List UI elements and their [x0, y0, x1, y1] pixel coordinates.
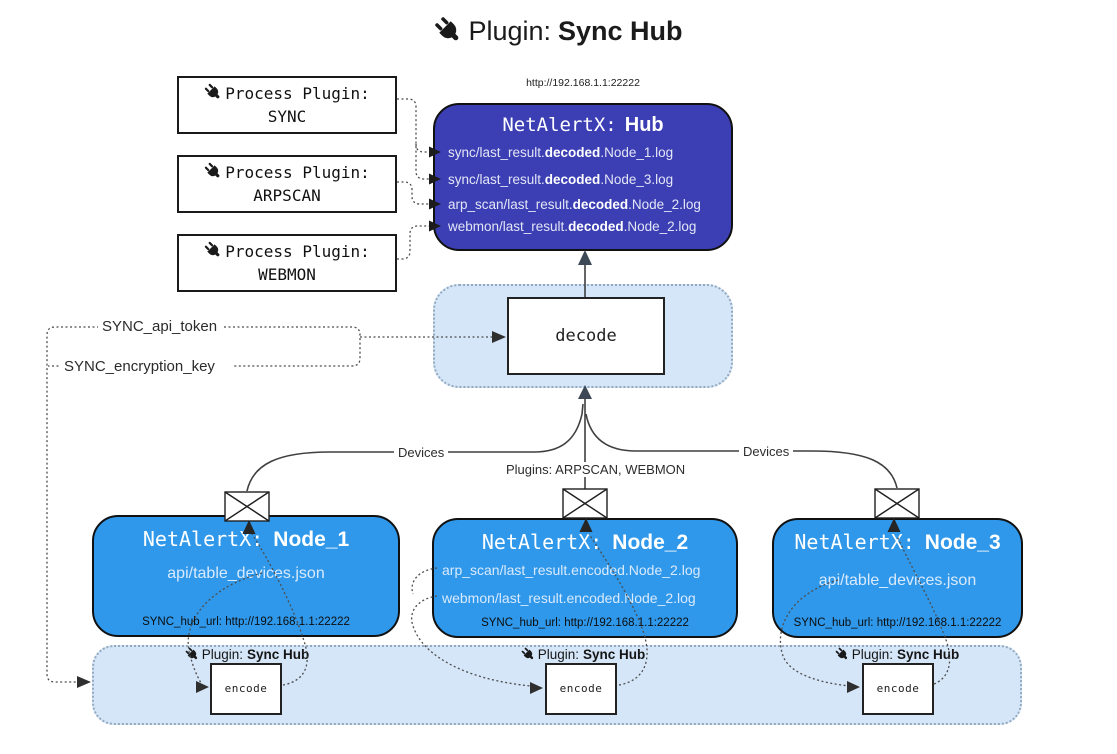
log-bold: decoded	[544, 172, 601, 187]
sync-api-token-label: SYNC_api_token	[98, 318, 222, 335]
node-file: api/table_devices.json	[167, 565, 325, 582]
page-title-name: Sync Hub	[558, 16, 683, 46]
log-pre: sync/last_result.	[448, 145, 545, 160]
encoder-label: Plugin:	[201, 647, 243, 662]
node-file: api/table_devices.json	[818, 572, 977, 589]
encoder-plugin-label: Plugin: Sync Hub	[498, 647, 668, 662]
plug-icon	[204, 162, 223, 181]
plug-icon	[204, 83, 223, 102]
hub-title-name: Hub	[624, 114, 664, 136]
process-plugin-name: WEBMON	[258, 265, 316, 284]
envelope-icon	[874, 488, 920, 519]
node-hub-url: SYNC_hub_url: http://192.168.1.1:22222	[142, 616, 350, 628]
encoder-label: Plugin:	[537, 647, 579, 662]
node-1-box: NetAlertX:Node_1 api/table_devices.json …	[92, 515, 400, 637]
log-post: .Node_2.log	[623, 219, 697, 234]
log-pre: webmon/last_result.	[448, 219, 569, 234]
node-3-box: NetAlertX:Node_3 api/table_devices.json …	[772, 518, 1023, 638]
process-plugin-name: ARPSCAN	[253, 186, 321, 205]
plug-icon	[185, 647, 200, 662]
log-bold: decoded	[544, 145, 601, 160]
encoder-plugin-label: Plugin: Sync Hub	[162, 647, 332, 662]
node-2-box: NetAlertX: Node_2 arp_scan/last_result.en…	[432, 518, 738, 638]
process-plugin-label: Process Plugin:	[225, 242, 370, 261]
log-post: .Node_1.log	[600, 145, 674, 160]
process-plugin-box-sync: Process Plugin: SYNC	[177, 76, 397, 134]
process-plugin-label: Process Plugin:	[225, 84, 370, 103]
envelope-icon	[562, 488, 608, 519]
encoder-plugin-label: Plugin: Sync Hub	[812, 647, 982, 662]
log-post: .Node_2.log	[628, 197, 701, 212]
node-title-prefix: NetAlertX:	[142, 527, 264, 551]
hub-log-line: sync/last_result.decoded.Node_1.log	[448, 145, 727, 162]
hub-log-line: webmon/last_result.decoded.Node_2.log	[448, 219, 727, 236]
encoder-name: Sync Hub	[583, 647, 646, 662]
node-title: NetAlertX: Node_3	[774, 530, 1021, 555]
log-bold: decoded	[572, 197, 629, 212]
plug-icon	[204, 241, 223, 260]
process-plugin-box-webmon: Process Plugin: WEBMON	[177, 234, 397, 292]
plug-icon	[434, 16, 464, 46]
encoder-label: Plugin:	[851, 647, 893, 662]
process-plugin-label: Process Plugin:	[225, 163, 370, 182]
node-file: arp_scan/last_result.encoded.Node_2.log	[442, 562, 701, 578]
log-bold: decoded	[568, 219, 624, 234]
log-pre: sync/last_result.	[448, 172, 545, 187]
encode-box: encode	[545, 663, 617, 715]
plug-icon	[521, 647, 536, 662]
node-title-prefix: NetAlertX:	[794, 530, 915, 554]
page-title: Plugin:Sync Hub	[0, 16, 1117, 47]
hub-title: NetAlertX: Hub	[435, 114, 731, 137]
hub-title-prefix: NetAlertX:	[502, 114, 617, 136]
encoder-name: Sync Hub	[247, 647, 310, 662]
hub-log-line: arp_scan/last_result.decoded.Node_2.log	[448, 197, 727, 214]
hub-log-line	[448, 248, 727, 265]
process-plugin-name: SYNC	[267, 107, 307, 126]
decode-box: decode	[507, 297, 665, 375]
plugins-label: Plugins: ARPSCAN, WEBMON	[502, 462, 690, 477]
hub-log-line: sync/last_result.decoded.Node_3.log	[448, 172, 727, 189]
log-pre: arp_scan/last_result.	[448, 197, 573, 212]
log-post: .Node_3.log	[600, 172, 674, 187]
devices-label-left: Devices	[394, 445, 449, 460]
hub-url-label: http://192.168.1.1:22222	[526, 77, 640, 89]
encode-box: encode	[210, 663, 282, 715]
node-title-name: Node_2	[612, 531, 689, 554]
node-hub-url: SYNC_hub_url: http://192.168.1.1:22222	[481, 617, 689, 629]
devices-label-right: Devices	[739, 444, 794, 459]
plug-icon	[835, 647, 850, 662]
node-title: NetAlertX: Node_1	[94, 527, 398, 552]
encode-box: encode	[862, 663, 934, 715]
node-title-name: Node_3	[924, 531, 1001, 554]
process-plugin-box-arpscan: Process Plugin: ARPSCAN	[177, 155, 397, 213]
node-file: webmon/last_result.encoded.Node_2.log	[442, 590, 696, 606]
sync-encryption-key-label: SYNC_encryption_key	[60, 358, 219, 375]
node-title-prefix: NetAlertX:	[481, 530, 603, 554]
node-title: NetAlertX: Node_2	[434, 530, 736, 555]
encoder-name: Sync Hub	[897, 647, 960, 662]
page-title-label: Plugin:	[468, 16, 552, 46]
node-hub-url: SYNC_hub_url: http://192.168.1.1:22222	[793, 617, 1002, 629]
node-title-name: Node_1	[273, 528, 350, 551]
hub-box: NetAlertX:Hub sync/last_result.decoded.N…	[433, 103, 733, 251]
